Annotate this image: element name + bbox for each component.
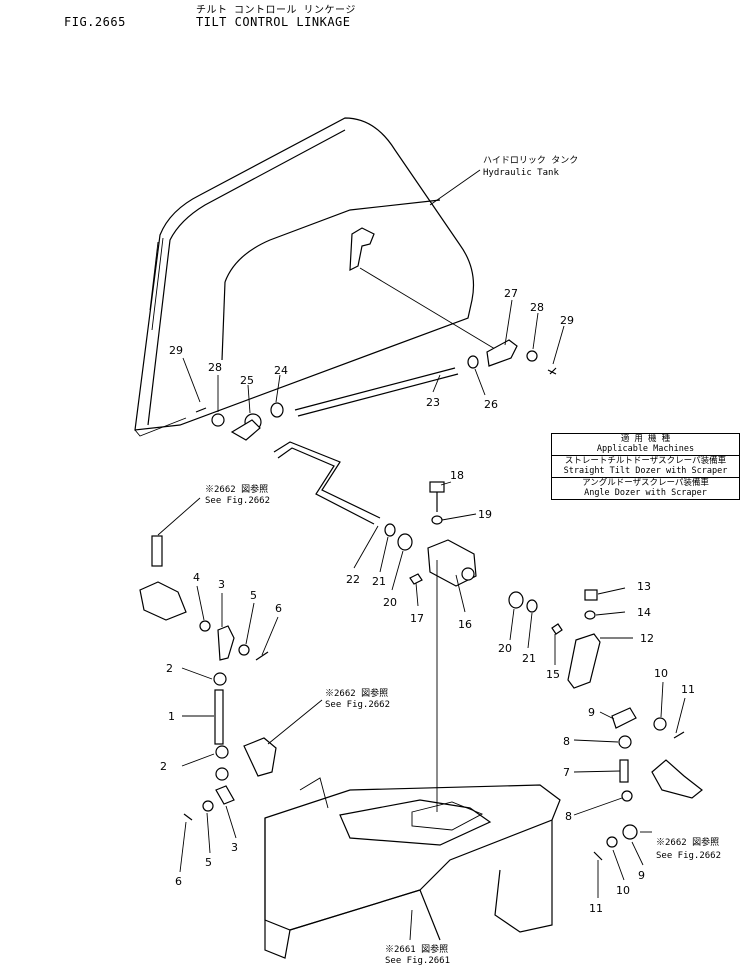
part-number: 9 (588, 706, 595, 719)
part-number: 20 (383, 596, 397, 609)
part-number: 20 (498, 642, 512, 655)
part-number: 28 (530, 301, 544, 314)
part-number: 22 (346, 573, 360, 586)
part-number: 11 (681, 683, 695, 696)
ref-2662-c-jp: ※2662 図参照 (656, 836, 719, 848)
part-number: 5 (205, 856, 212, 869)
part-number: 25 (240, 374, 254, 387)
part-number: 6 (275, 602, 282, 615)
part-number: 13 (637, 580, 651, 593)
applicable-header-en: Applicable Machines (596, 443, 695, 454)
applicable-row-jp: ストレートチルトドーザスクレーパ装備車 (564, 456, 727, 466)
part-number: 2 (160, 760, 167, 773)
part-number: 28 (208, 361, 222, 374)
applicable-row: ストレートチルトドーザスクレーパ装備車 Straight Tilt Dozer … (552, 455, 739, 477)
part-numbers: 1 2 2 3 3 4 5 5 6 6 7 8 8 9 9 10 10 11 1… (160, 287, 695, 915)
ref-2661-jp: ※2661 図参照 (385, 943, 448, 955)
part-number: 29 (560, 314, 574, 327)
part-number: 4 (193, 571, 200, 584)
part-number: 18 (450, 469, 464, 482)
tank-label-en: Hydraulic Tank (483, 168, 559, 178)
title-japanese: チルト コントロール リンケージ (196, 5, 356, 16)
applicable-header: 適 用 機 種 Applicable Machines (552, 434, 739, 455)
right-linkage (508, 589, 703, 861)
ref-2662-b-en: See Fig.2662 (325, 700, 390, 710)
part-number: 17 (410, 612, 424, 625)
part-number: 2 (166, 662, 173, 675)
ref-2662-c-en: See Fig.2662 (656, 851, 721, 861)
ref-2662-b-jp: ※2662 図参照 (325, 687, 388, 699)
left-linkage (139, 535, 277, 821)
part-number: 3 (231, 841, 238, 854)
ref-2661-en: See Fig.2661 (385, 956, 450, 966)
linkage-rods (195, 339, 557, 551)
applicable-row: アングルドーザスクレーパ装備車 Angle Dozer with Scraper (552, 477, 739, 499)
part-number: 19 (478, 508, 492, 521)
ref-2662-a-en: See Fig.2662 (205, 496, 270, 506)
applicable-row-en: Angle Dozer with Scraper (584, 487, 707, 498)
part-number: 27 (504, 287, 518, 300)
part-number: 24 (274, 364, 288, 377)
part-number: 23 (426, 396, 440, 409)
part-number: 8 (563, 735, 570, 748)
leader-lines (157, 169, 686, 941)
part-number: 6 (175, 875, 182, 888)
base-frame (264, 777, 561, 959)
part-number: 29 (169, 344, 183, 357)
applicable-row-en: Straight Tilt Dozer with Scraper (563, 465, 728, 476)
applicable-header-jp: 適 用 機 種 (620, 434, 671, 444)
part-number: 1 (168, 710, 175, 723)
part-number: 14 (637, 606, 651, 619)
applicable-row-jp: アングルドーザスクレーパ装備車 (582, 478, 709, 488)
part-number: 10 (654, 667, 668, 680)
part-number: 21 (372, 575, 386, 588)
tank-label-jp: ハイドロリック タンク (483, 155, 578, 166)
part-number: 7 (563, 766, 570, 779)
applicable-machines-table: 適 用 機 種 Applicable Machines ストレートチルトドーザス… (551, 433, 740, 500)
part-number: 12 (640, 632, 654, 645)
part-number: 3 (218, 578, 225, 591)
part-number: 11 (589, 902, 603, 915)
title-english: TILT CONTROL LINKAGE (196, 15, 351, 29)
part-number: 5 (250, 589, 257, 602)
ref-2662-a-jp: ※2662 図参照 (205, 483, 268, 495)
part-number: 21 (522, 652, 536, 665)
hydraulic-tank-drawing (134, 117, 501, 437)
part-number: 26 (484, 398, 498, 411)
center-bracket (409, 481, 477, 812)
part-number: 8 (565, 810, 572, 823)
figure-number: FIG.2665 (64, 15, 126, 29)
part-number: 16 (458, 618, 472, 631)
part-number: 10 (616, 884, 630, 897)
part-number: 15 (546, 668, 560, 681)
part-number: 9 (638, 869, 645, 882)
